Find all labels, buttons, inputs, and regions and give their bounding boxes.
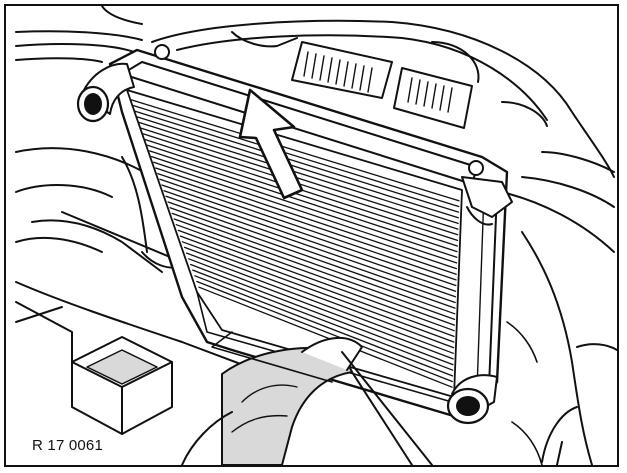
radiator-fin-line xyxy=(196,280,453,383)
radiator-fin-line xyxy=(169,207,456,309)
figure-reference-code: R 17 0061 xyxy=(32,437,104,454)
radiator-fin-line xyxy=(148,150,458,253)
radiator-fin-line xyxy=(185,252,454,354)
upper-body-panel xyxy=(15,6,143,63)
right-body-side xyxy=(501,191,617,465)
radiator-fin-line xyxy=(188,258,454,360)
lower-hose-stub xyxy=(446,374,498,425)
battery-box xyxy=(15,301,173,435)
radiator-fin-line xyxy=(165,195,457,298)
panel-lines xyxy=(211,321,543,465)
radiator-fin-line xyxy=(130,99,460,202)
radiator-fin-line xyxy=(163,190,457,292)
radiator-fin-line xyxy=(140,127,459,230)
radiator-fin-line xyxy=(192,269,454,371)
radiator-fin-line xyxy=(132,104,460,208)
radiator-fin-line xyxy=(198,286,453,388)
shroud-slats xyxy=(303,51,453,113)
radiator-fin-line xyxy=(181,241,455,343)
radiator-fin-line xyxy=(134,110,460,213)
radiator-fin-line xyxy=(179,235,455,338)
radiator-fin-line xyxy=(159,178,457,281)
radiator-fin-line xyxy=(173,218,456,321)
radiator-fin-line xyxy=(155,167,458,270)
radiator-fin-line xyxy=(175,224,456,326)
illustration-frame: R 17 0061 xyxy=(4,4,619,467)
radiator-fin-line xyxy=(138,121,459,225)
radiator-fin-line xyxy=(136,116,459,219)
radiator-fin-line xyxy=(157,172,457,275)
upper-hose-stub xyxy=(76,62,135,123)
radiator-removal-drawing xyxy=(15,6,617,465)
radiator-fin-line xyxy=(171,212,456,315)
radiator-fin-line xyxy=(150,155,458,258)
radiator-fin-line xyxy=(183,246,455,349)
radiator-fin-line xyxy=(194,275,454,377)
radiator-fin-line xyxy=(146,144,458,247)
radiator-fin-line xyxy=(190,263,454,366)
left-engine-bay xyxy=(15,147,303,373)
lift-direction-arrow xyxy=(238,88,304,200)
radiator-fin-line xyxy=(167,201,456,304)
air-intake-duct xyxy=(181,336,433,465)
radiator-fin-line xyxy=(153,161,458,264)
radiator-fin-line xyxy=(161,184,457,287)
radiator-fin-line xyxy=(177,229,455,332)
radiator-fins xyxy=(130,99,460,388)
